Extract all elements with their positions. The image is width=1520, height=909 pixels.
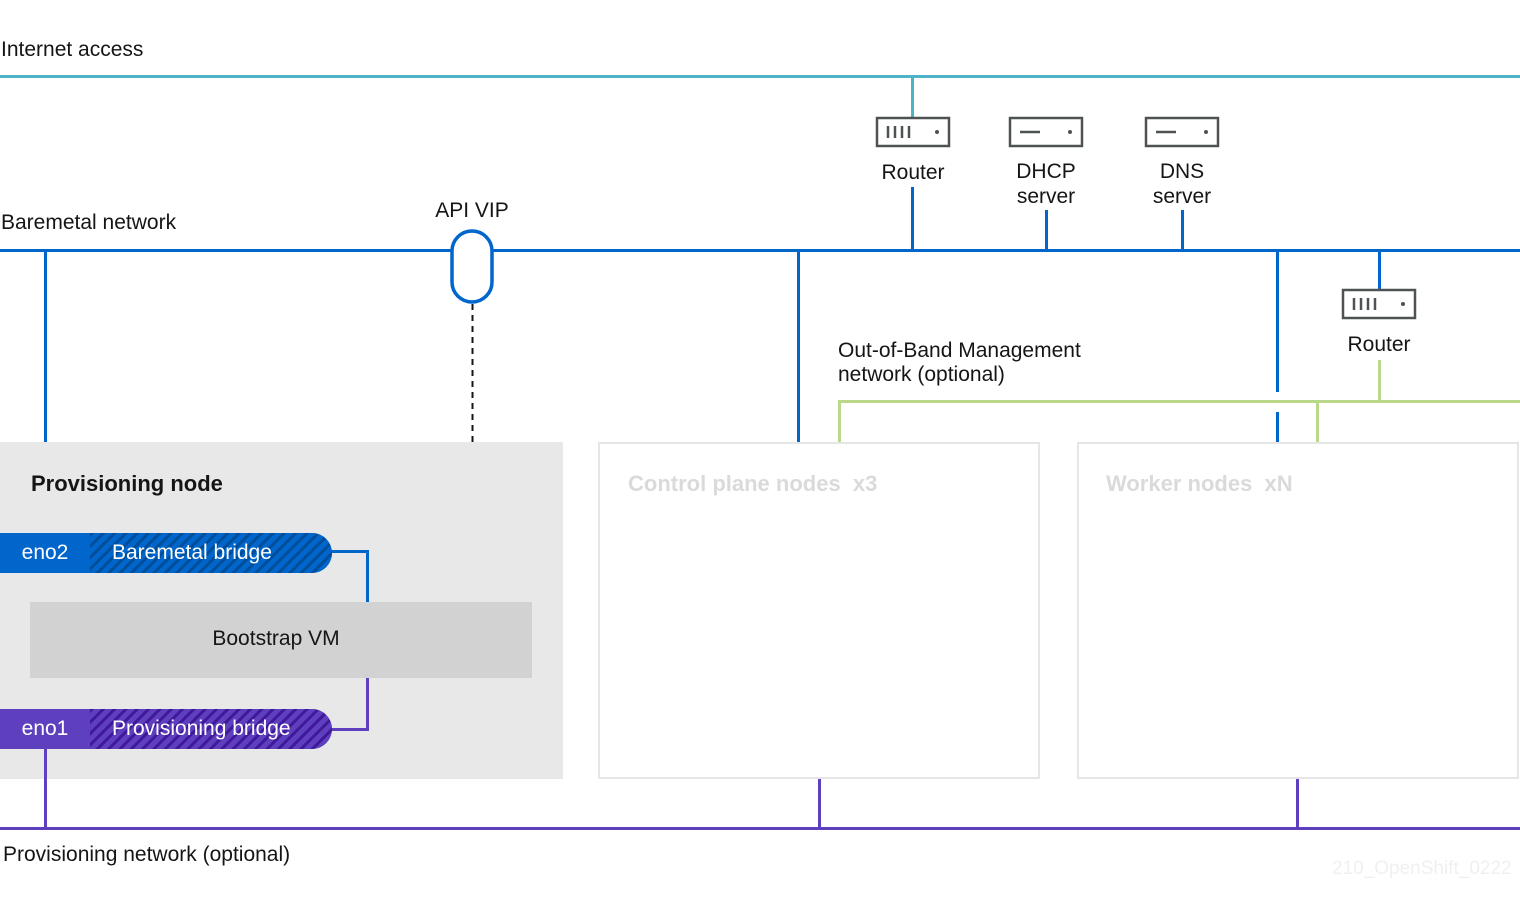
worker-nodes-label: Worker nodes xN: [1106, 471, 1293, 496]
dhcp-link: [1045, 210, 1048, 251]
oob-router-link: [1378, 360, 1381, 402]
provisioning-bridge-to-vm-h: [320, 728, 369, 731]
provisioning-bridge-to-vm-v: [366, 678, 369, 731]
dhcp-label-line1: DHCP: [1016, 160, 1076, 183]
router-icon: [875, 116, 951, 148]
eno1-to-provisioning-network: [44, 749, 47, 828]
oob-to-control-plane: [838, 400, 841, 442]
router-icon: [1341, 288, 1417, 320]
baremetal-bridge-to-vm-h: [320, 550, 369, 553]
provisioning-network-line: [0, 827, 1520, 830]
server-icon: [1144, 116, 1220, 148]
baremetal-to-workers-a: [1276, 252, 1279, 392]
control-plane-nodes-box: [598, 442, 1040, 779]
api-vip-label: API VIP: [435, 199, 509, 222]
oob-network-label-line1: Out-of-Band Management: [838, 339, 1081, 362]
dhcp-label-line2: server: [1016, 185, 1076, 208]
router-oob-label: Router: [1347, 333, 1411, 356]
internet-line: [0, 75, 1520, 78]
baremetal-bridge-label: Baremetal bridge: [112, 541, 272, 564]
baremetal-bridge-pill: eno2 Baremetal bridge: [0, 533, 332, 573]
dns-label-line2: server: [1152, 185, 1212, 208]
oob-to-workers: [1316, 400, 1319, 442]
provisioning-node-title: Provisioning node: [31, 471, 223, 496]
baremetal-to-workers-b: [1276, 412, 1279, 442]
control-plane-to-provisioning-network: [818, 779, 821, 828]
baremetal-network-label: Baremetal network: [1, 211, 177, 234]
provisioning-network-label: Provisioning network (optional): [3, 843, 291, 866]
workers-to-provisioning-network: [1296, 779, 1299, 828]
provisioning-bridge-label: Provisioning bridge: [112, 717, 291, 740]
server-icon: [1008, 116, 1084, 148]
internet-router-link: [911, 78, 914, 118]
baremetal-to-provisioning-node: [44, 252, 47, 442]
baremetal-to-control-plane: [797, 252, 800, 442]
router-top-label: Router: [881, 161, 945, 184]
vip-icon: [450, 229, 494, 304]
baremetal-line: [0, 249, 1520, 252]
router-top-link: [911, 187, 914, 251]
bootstrap-vm-box: [30, 602, 532, 678]
diagram-id-watermark: 210_OpenShift_0222: [1332, 858, 1512, 879]
dns-link: [1181, 210, 1184, 251]
baremetal-to-oob-router: [1378, 252, 1381, 290]
provisioning-bridge-pill: eno1 Provisioning bridge: [0, 709, 332, 749]
internet-access-label: Internet access: [1, 38, 144, 61]
eno2-label: eno2: [0, 533, 90, 573]
oob-network-label-line2: network (optional): [838, 363, 1005, 386]
dns-label-line1: DNS: [1159, 160, 1205, 183]
control-plane-nodes-label: Control plane nodes x3: [628, 471, 878, 496]
eno1-label: eno1: [0, 709, 90, 749]
oob-line: [838, 400, 1520, 403]
baremetal-bridge-to-vm-v: [366, 550, 369, 602]
bootstrap-vm-label: Bootstrap VM: [212, 627, 340, 650]
worker-nodes-box: [1077, 442, 1519, 779]
